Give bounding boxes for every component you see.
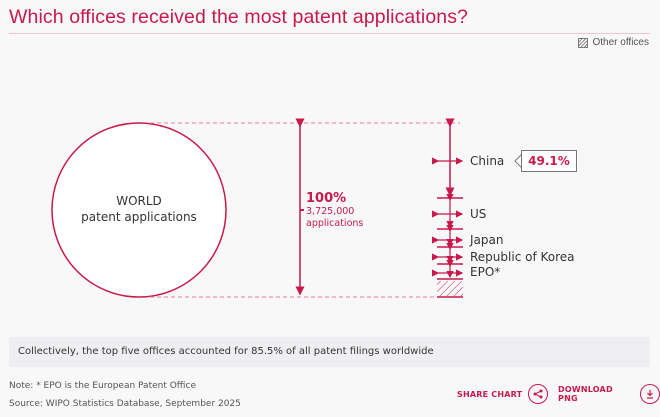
download-icon xyxy=(640,384,660,404)
office-label-korea: Republic of Korea xyxy=(470,250,575,264)
total-count: 3,725,000 xyxy=(306,206,355,217)
world-label-line1: WORLD xyxy=(116,194,162,208)
china-share-callout: 49.1% xyxy=(521,150,577,172)
total-percent: 100% xyxy=(306,191,347,206)
total-label: 100% 3,725,000 applications xyxy=(306,191,363,230)
legend-label: Other offices xyxy=(592,37,649,48)
world-label-line2: patent applications xyxy=(81,210,197,224)
office-label-us: US xyxy=(470,207,487,221)
download-png-label: DOWNLOAD PNG xyxy=(558,385,613,403)
other-offices-segment xyxy=(437,281,463,296)
share-chart-button[interactable]: SHARE CHART xyxy=(457,384,549,404)
source-note: Source: WIPO Statistics Database, Septem… xyxy=(9,399,241,409)
summary-banner: Collectively, the top five offices accou… xyxy=(9,337,650,367)
office-label-epo: EPO* xyxy=(470,265,501,279)
chart-title: Which offices received the most patent a… xyxy=(9,6,469,28)
share-chart-label: SHARE CHART xyxy=(457,389,523,399)
title-divider xyxy=(9,33,650,34)
legend-other-offices: Other offices xyxy=(578,37,649,48)
footnote: Note: * EPO is the European Patent Offic… xyxy=(9,381,196,391)
office-label-japan: Japan xyxy=(470,233,504,247)
office-label-china: China xyxy=(470,154,505,168)
total-unit: applications xyxy=(306,218,364,229)
download-png-button[interactable]: DOWNLOAD PNG xyxy=(558,384,660,404)
world-circle-label: WORLD patent applications xyxy=(52,193,226,225)
share-icon xyxy=(528,384,549,404)
world-circle xyxy=(51,122,227,298)
hatch-swatch-icon xyxy=(578,37,589,48)
callout-pointer-icon xyxy=(514,154,523,168)
